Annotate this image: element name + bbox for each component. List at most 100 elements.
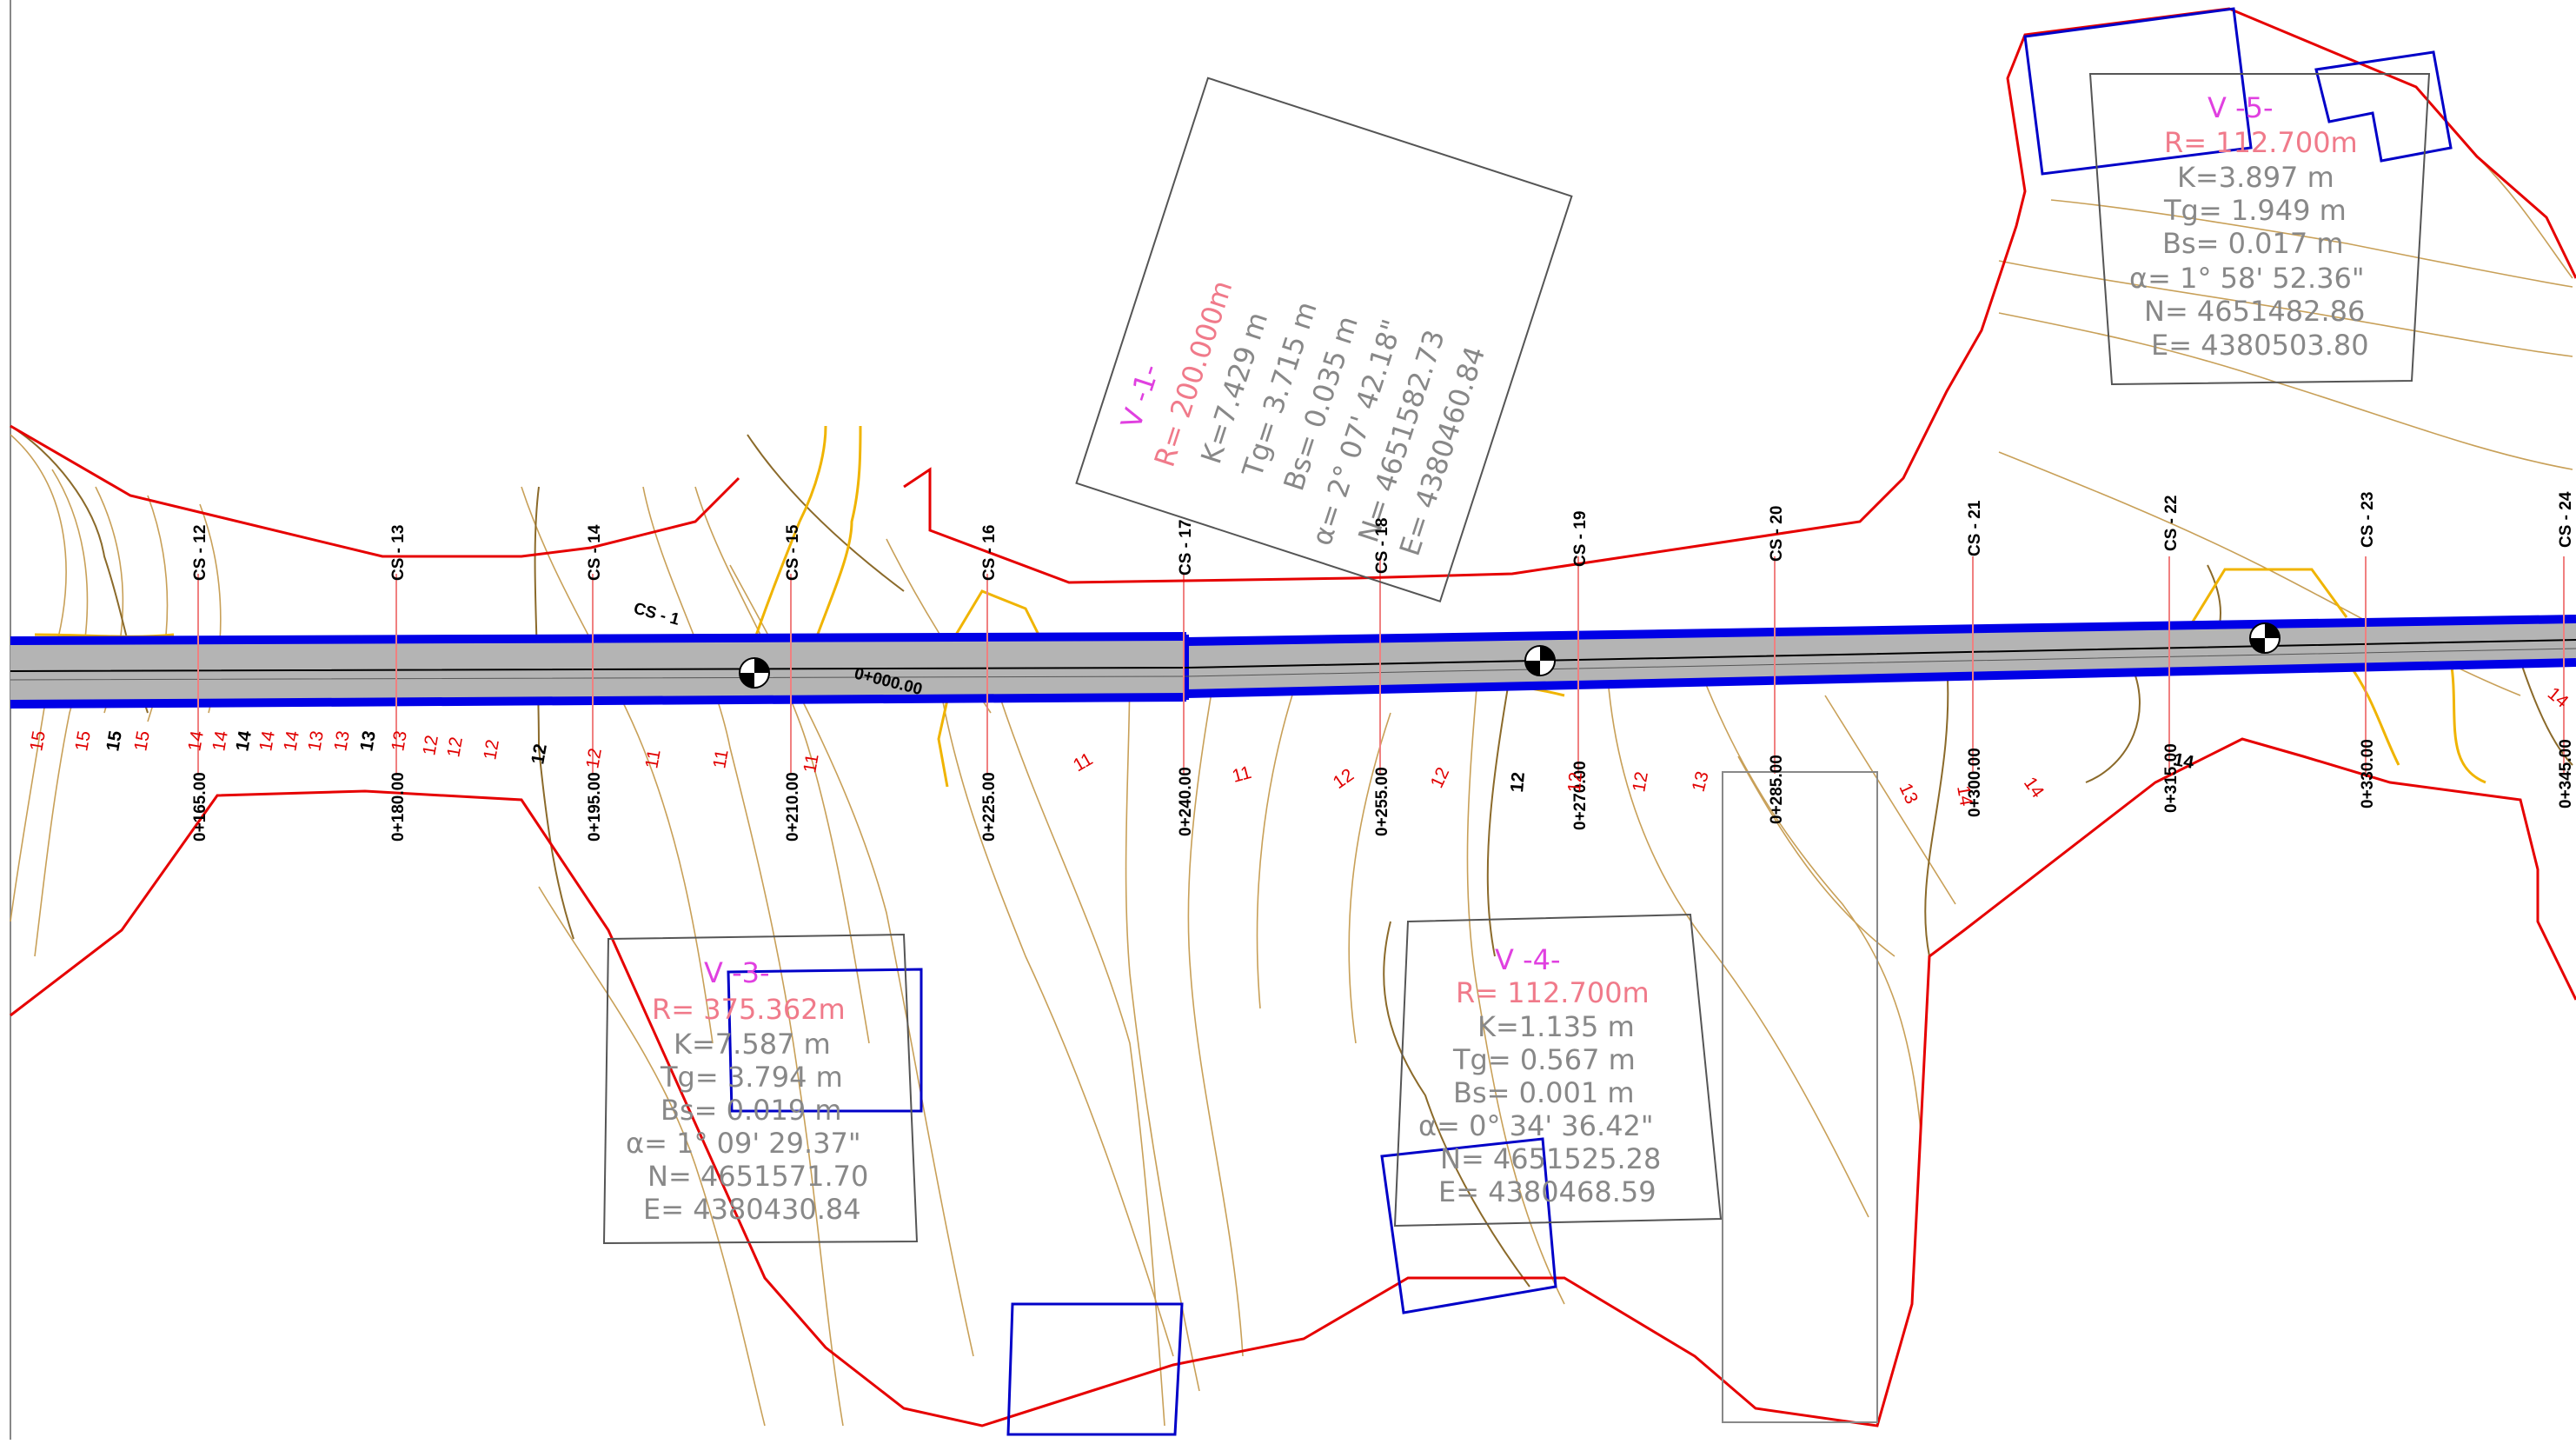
curve-v3-bs: Bs= 0.019 m <box>661 1094 842 1127</box>
elev-label: 12 <box>582 747 606 770</box>
chainage-180: 0+180.00 <box>389 772 408 842</box>
elev-label: 12 <box>1564 771 1586 793</box>
curve-v3-radius: R= 375.362m <box>652 993 846 1026</box>
elev-label: 12 <box>1427 764 1454 791</box>
cs-label-15: CS - 15 <box>784 524 802 581</box>
cs-label-12: CS - 12 <box>191 525 209 581</box>
elev-label: 15 <box>130 729 154 753</box>
elev-label: 11 <box>709 748 732 769</box>
elev-label: 14 <box>209 729 232 753</box>
elev-label: 13 <box>1895 780 1922 807</box>
curve-v3-east: E= 4380430.84 <box>643 1193 861 1226</box>
elev-label: 12 <box>419 734 442 757</box>
elev-label: 12 <box>528 742 551 766</box>
elev-label: 14 <box>280 729 303 753</box>
vertex-marker-2 <box>1524 645 1556 676</box>
chainage-240: 0+240.00 <box>1177 767 1195 836</box>
boundary-lines <box>10 7 2576 1427</box>
curve-table-v1: V -1- R= 200.000m K=7.429 m Tg= 3.715 m … <box>1075 77 1573 602</box>
elev-label: 12 <box>1507 771 1529 793</box>
curve-v4-tg: Tg= 0.567 m <box>1452 1043 1636 1076</box>
curve-v4-north: N= 4651525.28 <box>1440 1142 1661 1175</box>
curve-v5-east: E= 4380503.80 <box>2151 329 2369 362</box>
chainage-165: 0+165.00 <box>191 772 209 842</box>
curve-v3-k: K=7.587 m <box>674 1028 831 1061</box>
elev-label: 13 <box>388 729 411 753</box>
chainage-270: 0+270.00 <box>1571 761 1590 830</box>
curve-v3-alpha: α= 1° 09' 29.37" <box>626 1127 861 1160</box>
curve-table-v5: V -5- R= 112.700m K=3.897 m Tg= 1.949 m … <box>2088 73 2431 386</box>
chainage-315: 0+315.00 <box>2162 743 2181 813</box>
elev-label: 12 <box>443 735 467 759</box>
elev-label: 14 <box>256 729 279 753</box>
cs-label-18: CS - 18 <box>1373 518 1391 574</box>
curve-table-v4: V -4- R= 112.700m K=1.135 m Tg= 0.567 m … <box>1393 913 1723 1228</box>
parcel-outlines <box>727 7 2453 1436</box>
elev-label: 12 <box>1629 770 1652 794</box>
chainage-300: 0+300.00 <box>1966 748 1984 817</box>
chainage-210: 0+210.00 <box>784 772 802 842</box>
cs-label-21: CS - 21 <box>1966 500 1984 556</box>
curve-v3-name: V -3- <box>704 956 770 989</box>
elev-label: 11 <box>1070 749 1096 776</box>
cross-section-lines <box>197 556 2565 774</box>
curve-v3-tg: Tg= 3.794 m <box>660 1061 843 1094</box>
curve-v4-bs: Bs= 0.001 m <box>1453 1076 1635 1109</box>
cs-label-14: CS - 14 <box>586 524 604 581</box>
curve-v5-k: K=3.897 m <box>2177 161 2334 194</box>
chainage-285: 0+285.00 <box>1768 755 1786 824</box>
curve-v4-east: E= 4380468.59 <box>1438 1175 1656 1208</box>
curve-v5-radius: R= 112.700m <box>2164 126 2358 159</box>
elev-label: 13 <box>356 729 380 753</box>
curve-v4-name: V -4- <box>1495 943 1561 976</box>
curve-v5-bs: Bs= 0.017 m <box>2162 227 2344 260</box>
chainage-330: 0+330.00 <box>2359 739 2377 809</box>
cs-label-23: CS - 23 <box>2359 492 2377 548</box>
elev-label: 13 <box>1689 769 1713 795</box>
curve-v5-alpha: α= 1° 58' 52.36" <box>2129 262 2365 295</box>
chainage-225: 0+225.00 <box>980 772 999 842</box>
chainage-255: 0+255.00 <box>1373 767 1391 836</box>
elev-label: 15 <box>71 729 95 753</box>
cs-label-1: CS - 1 <box>632 600 682 629</box>
elev-label: 11 <box>641 748 664 769</box>
building-footprint <box>1722 771 1878 1423</box>
cs-label-24: CS - 24 <box>2557 491 2575 548</box>
curve-v5-north: N= 4651482.86 <box>2144 295 2365 328</box>
road-alignment <box>10 615 2576 709</box>
chainage-195: 0+195.00 <box>586 772 604 842</box>
vertex-marker-3 <box>2249 622 2281 654</box>
cs-label-16: CS - 16 <box>980 525 999 581</box>
elev-label: 14 <box>1953 784 1976 808</box>
elev-label: 11 <box>1230 762 1253 787</box>
curve-v4-k: K=1.135 m <box>1477 1010 1635 1043</box>
elev-label: 14 <box>2544 683 2573 712</box>
curve-point-markers <box>739 622 2281 689</box>
chainage-345: 0+345.00 <box>2557 739 2575 809</box>
cs-label-22: CS - 22 <box>2162 496 2181 551</box>
elev-label: 15 <box>26 729 50 753</box>
curve-v5-name: V -5- <box>2208 91 2274 124</box>
elev-label: 14 <box>232 729 256 753</box>
curve-v3-north: N= 4651571.70 <box>647 1160 868 1193</box>
curve-table-v3: V -3- R= 375.362m K=7.587 m Tg= 3.794 m … <box>602 933 919 1245</box>
elev-label: 14 <box>184 729 208 753</box>
contour-lines <box>10 156 2573 1427</box>
elev-label: 14 <box>2020 774 2048 802</box>
curve-v4-radius: R= 112.700m <box>1456 976 1650 1009</box>
elev-label: 11 <box>800 752 822 774</box>
cs-label-13: CS - 13 <box>389 525 408 581</box>
cs-label-20: CS - 20 <box>1768 506 1786 562</box>
cs-label-19: CS - 19 <box>1571 511 1590 567</box>
elev-label: 15 <box>103 729 126 753</box>
elev-label: 12 <box>480 738 503 762</box>
curve-v4-alpha: α= 0° 34' 36.42" <box>1418 1109 1654 1142</box>
cs-label-17: CS - 17 <box>1177 520 1195 576</box>
elev-label: 13 <box>330 729 354 753</box>
elev-label: 12 <box>1330 765 1358 793</box>
elev-label: 13 <box>304 729 328 753</box>
curve-v5-tg: Tg= 1.949 m <box>2163 194 2347 227</box>
vertex-marker-1 <box>739 657 770 689</box>
